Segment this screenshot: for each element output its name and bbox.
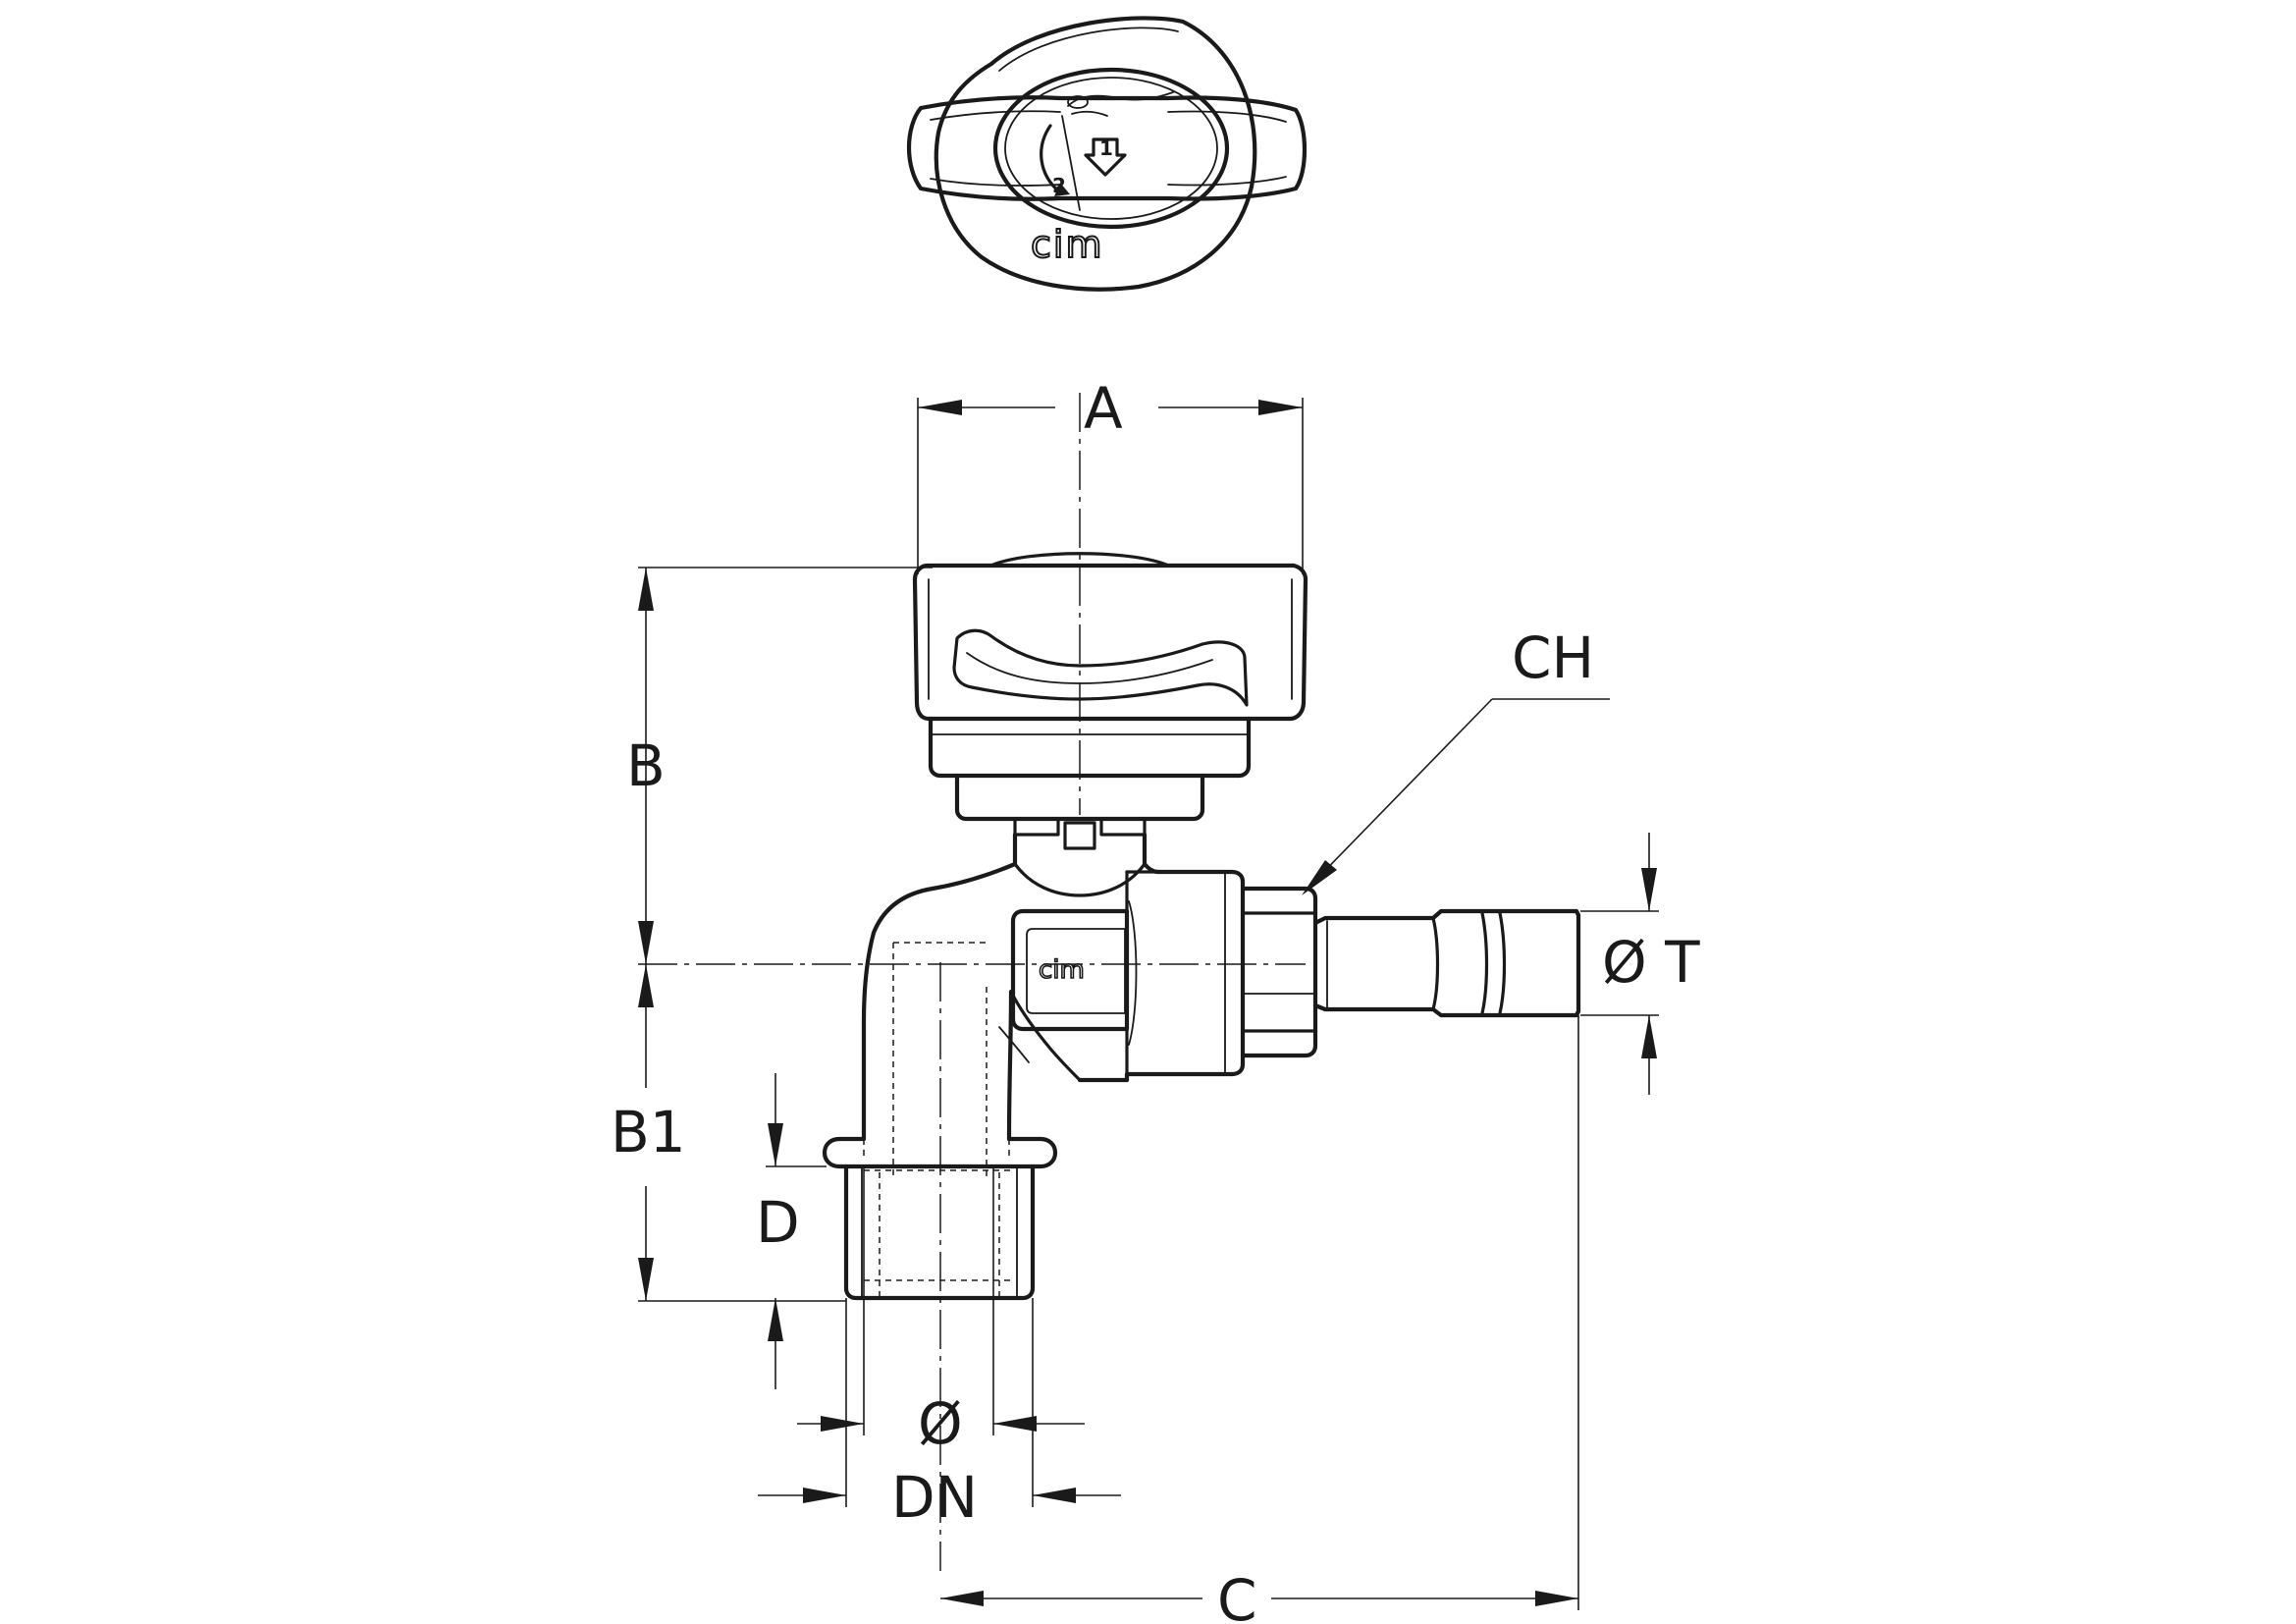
label-B1: B1 — [611, 1099, 686, 1165]
center-lines — [638, 393, 1306, 1571]
handle-front-view — [912, 552, 1308, 850]
handle-top-view: 1 2 cim — [906, 16, 1308, 292]
label-B: B — [626, 732, 666, 799]
label-T: Ø T — [1602, 929, 1700, 996]
dimension-labels: A B B1 D Ø DN C CH Ø T — [611, 375, 1700, 1624]
label-CH: CH — [1512, 624, 1594, 691]
step-2-mark: 2 — [1052, 174, 1066, 197]
body-brand-logo: cim — [1039, 955, 1085, 985]
top-view-brand-logo: cim — [1031, 223, 1103, 266]
threaded-inlet — [822, 1136, 1058, 1301]
label-A: A — [1084, 375, 1123, 442]
label-DN: DN — [891, 1464, 978, 1531]
label-D: D — [756, 1189, 800, 1256]
outlet-connection — [1124, 869, 1581, 1083]
dimensions — [638, 398, 1659, 1610]
label-C: C — [1217, 1567, 1257, 1624]
step-1-mark: 1 — [1099, 136, 1113, 160]
valve-body: cim — [861, 832, 1161, 1178]
label-phi: Ø — [918, 1390, 963, 1457]
